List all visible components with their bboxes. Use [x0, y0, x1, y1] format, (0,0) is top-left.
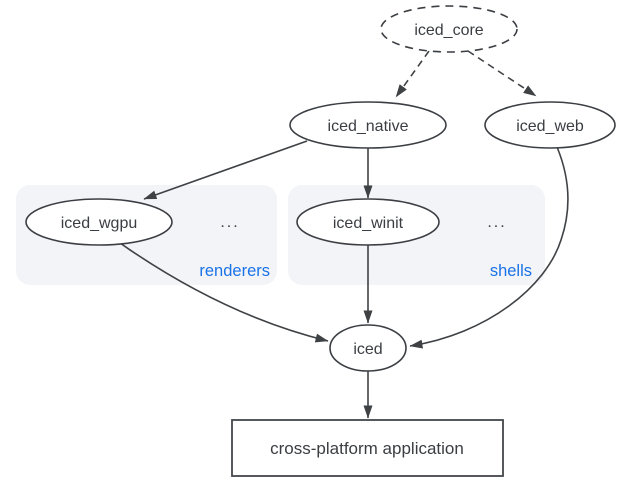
renderers-ellipsis: ... — [220, 214, 239, 231]
node-application — [231, 419, 504, 477]
edge-iced_core-iced_native — [395, 50, 430, 98]
node-iced-label: iced — [353, 341, 382, 358]
node-iced_native — [289, 101, 447, 149]
node-iced_core-label: iced_core — [414, 22, 483, 39]
edge-iced_core-iced_web — [467, 50, 537, 97]
edge-iced_native-iced_wgpu — [143, 140, 308, 200]
renderers-group-label: renderers — [199, 262, 270, 280]
node-iced_web-label: iced_web — [516, 118, 584, 135]
node-iced_wgpu-label: iced_wgpu — [61, 215, 138, 232]
node-iced_core — [380, 5, 518, 53]
node-application-label: cross-platform application — [270, 439, 464, 458]
node-iced — [329, 324, 407, 372]
node-iced_web — [484, 101, 616, 149]
edge-iced_web-iced — [409, 146, 569, 349]
node-iced_winit — [296, 198, 440, 246]
shells-group-label: shells — [490, 262, 532, 280]
shells-ellipsis: ... — [487, 214, 506, 231]
node-iced_native-label: iced_native — [328, 118, 409, 135]
node-iced_wgpu — [25, 198, 173, 246]
node-iced_winit-label: iced_winit — [333, 215, 404, 232]
edge-iced_wgpu-iced — [119, 242, 329, 343]
